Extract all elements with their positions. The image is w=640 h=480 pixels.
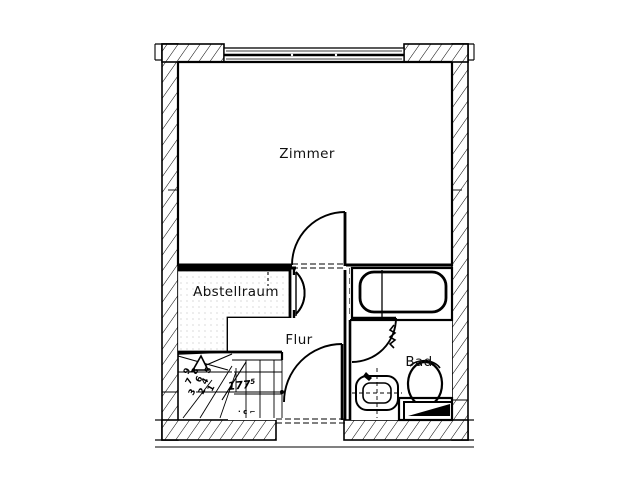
door-bad — [351, 316, 397, 363]
room-bad — [348, 266, 454, 422]
stair-dimension-label: 1775 — [227, 378, 256, 393]
door-zimmer-flur — [291, 211, 347, 269]
svg-text:7: 7 — [184, 376, 196, 386]
svg-text:4: 4 — [200, 376, 212, 386]
svg-text:3: 3 — [187, 387, 199, 397]
room-label-abstellraum: Abstellraum — [193, 284, 279, 300]
misc-tick-marks — [162, 189, 468, 401]
bathtub-icon — [358, 270, 448, 314]
stair-step-numbers: 9 8 7 6 5 4 3 2 1 — [182, 365, 218, 397]
svg-text:6: 6 — [194, 374, 206, 384]
svg-text:5: 5 — [203, 365, 215, 375]
door-abstellraum — [295, 271, 306, 316]
room-flur — [228, 268, 351, 420]
exterior-walls — [154, 43, 475, 448]
svg-text:1: 1 — [206, 383, 218, 393]
shower-tray-icon — [397, 396, 454, 422]
svg-text:9: 9 — [182, 366, 194, 376]
washbasin-icon — [352, 368, 402, 418]
room-label-flur: Flur — [285, 332, 312, 348]
stair-mark-c: · c ⌐ — [238, 408, 256, 416]
svg-text:2: 2 — [197, 386, 209, 396]
svg-text:8: 8 — [190, 366, 202, 376]
window-top — [223, 47, 405, 63]
room-zimmer — [176, 60, 454, 267]
room-label-zimmer: Zimmer — [279, 146, 335, 162]
room-label-bad: Bad — [405, 354, 432, 370]
staircase: 9 8 7 6 5 4 3 2 1 1775 · c ⌐ — [177, 351, 284, 419]
door-entry-flur — [276, 343, 345, 424]
